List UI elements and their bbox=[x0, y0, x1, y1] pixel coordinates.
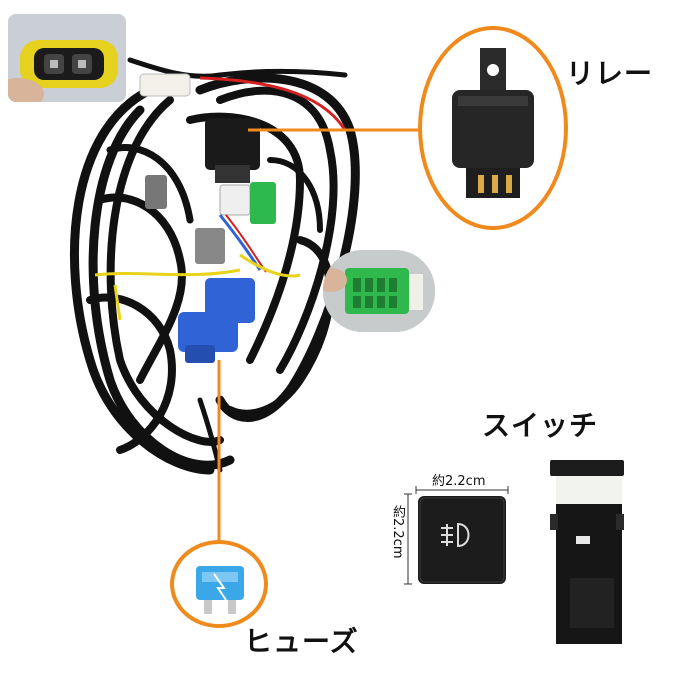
harness-relay bbox=[205, 118, 260, 170]
relay-closeup-circle bbox=[418, 26, 568, 230]
red-wire bbox=[199, 76, 347, 131]
fuse-illustration bbox=[196, 566, 244, 614]
green-connector-illustration bbox=[323, 250, 435, 332]
white-plug bbox=[219, 184, 251, 216]
white-connector bbox=[139, 73, 191, 97]
fuse-holder-cap bbox=[185, 345, 215, 363]
fuse-label: ヒューズ bbox=[244, 625, 359, 658]
yellow-tie-right bbox=[239, 253, 301, 278]
switch-height-dimension: 約2.2cm bbox=[390, 505, 405, 559]
switch-width-dimension: 約2.2cm bbox=[432, 474, 486, 489]
grey-connector-a bbox=[145, 175, 167, 209]
relay-label: リレー bbox=[566, 57, 654, 90]
fuse-holder-top bbox=[205, 278, 255, 323]
yellow-tie-left bbox=[94, 268, 241, 277]
fog-light-icon bbox=[441, 522, 470, 548]
green-connector-inset bbox=[323, 250, 435, 332]
fuse-holder-body bbox=[178, 312, 238, 352]
switch-side-illustration bbox=[550, 460, 624, 644]
switch-label: スイッチ bbox=[482, 409, 599, 442]
relay-illustration bbox=[452, 48, 534, 198]
fuse-closeup-circle bbox=[170, 540, 268, 628]
switch-front-illustration bbox=[404, 486, 509, 585]
harness-green-connector bbox=[250, 182, 276, 224]
connector-closeup-inset bbox=[8, 14, 126, 102]
cable-loops bbox=[69, 57, 360, 475]
yellow-tie-tail bbox=[113, 284, 122, 321]
relay-socket bbox=[215, 165, 250, 183]
grey-connector-b bbox=[195, 228, 225, 264]
yellow-connector-illustration bbox=[8, 14, 126, 102]
